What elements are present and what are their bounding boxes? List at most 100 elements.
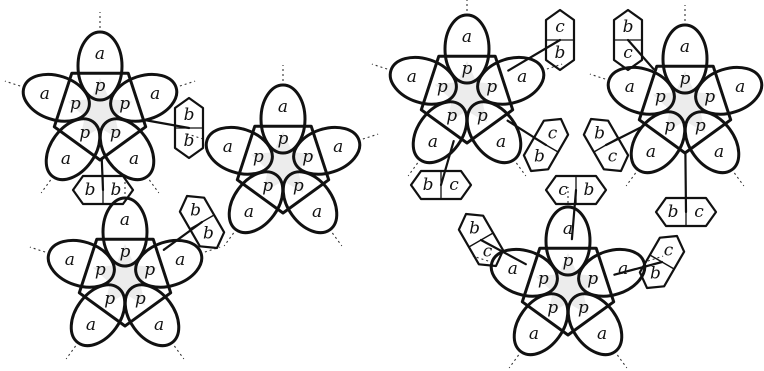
center-label-p: p — [563, 251, 574, 271]
link-label-c: c — [483, 241, 493, 261]
connector-line — [508, 40, 560, 71]
petal-label-a: a — [508, 259, 518, 279]
petal-label-a: a — [120, 210, 130, 230]
center-label-p: p — [462, 59, 473, 79]
link-label-b: b — [190, 201, 201, 221]
petal-label-a: a — [129, 149, 139, 169]
left-cluster-link-3: bb — [175, 189, 229, 255]
center-label-p: p — [578, 298, 589, 318]
petal-label-a: a — [407, 67, 417, 87]
center-label-p: p — [278, 129, 289, 149]
petal-label-a: a — [244, 202, 254, 222]
link-label-b: b — [555, 43, 566, 63]
petal-label-a: a — [680, 37, 690, 57]
link-label-b: b — [423, 175, 434, 195]
center-label-p: p — [547, 298, 558, 318]
petal-label-a: a — [625, 77, 635, 97]
dashed-ray — [180, 81, 195, 86]
petal-label-a: a — [597, 324, 607, 344]
center-label-p: p — [477, 106, 488, 126]
petal-label-a: a — [496, 132, 506, 152]
link-label-b: b — [469, 219, 480, 239]
center-label-p: p — [293, 176, 304, 196]
right-cluster-link-5: cb — [546, 176, 606, 204]
right-cluster-link-3: cb — [519, 112, 573, 178]
petal-label-a: a — [154, 315, 164, 335]
dashed-ray — [590, 74, 605, 79]
petal-label-a: a — [646, 142, 656, 162]
petal-label-a: a — [150, 84, 160, 104]
link-label-b: b — [623, 17, 634, 37]
link-label-b: b — [203, 223, 214, 243]
center-label-p: p — [104, 289, 115, 309]
center-label-p: p — [253, 147, 264, 167]
center-label-p: p — [70, 94, 81, 114]
link-label-b: b — [650, 263, 661, 283]
dashed-ray — [224, 233, 233, 246]
dashed-ray — [617, 355, 626, 368]
link-label-b: b — [184, 105, 195, 125]
center-label-p: p — [95, 76, 106, 96]
link-label-b: b — [584, 180, 595, 200]
link-label-b: b — [85, 180, 96, 200]
center-label-p: p — [538, 269, 549, 289]
center-label-p: p — [110, 123, 121, 143]
dashed-ray — [66, 346, 75, 359]
petal-label-a: a — [61, 149, 71, 169]
center-label-p: p — [695, 116, 706, 136]
petal-label-a: a — [563, 219, 573, 239]
right-cluster-link-8: bc — [656, 198, 716, 226]
dashed-ray — [363, 134, 378, 139]
dashed-ray — [174, 346, 183, 359]
link-label-c: c — [694, 202, 704, 222]
dashed-ray — [332, 233, 341, 246]
link-label-c: c — [664, 241, 674, 261]
link-label-c: c — [608, 146, 618, 166]
dashed-ray — [734, 173, 743, 186]
center-label-p: p — [680, 69, 691, 89]
link-label-c: c — [548, 124, 558, 144]
center-label-p: p — [655, 87, 666, 107]
link-label-b: b — [184, 131, 195, 151]
petal-label-a: a — [517, 67, 527, 87]
center-label-p: p — [135, 289, 146, 309]
petal-label-a: a — [333, 137, 343, 157]
dashed-ray — [516, 163, 525, 176]
center-label-p: p — [437, 77, 448, 97]
petal-label-a: a — [462, 27, 472, 47]
center-label-p: p — [119, 94, 130, 114]
center-label-p: p — [79, 123, 90, 143]
dashed-ray — [5, 81, 20, 86]
link-label-b: b — [534, 146, 545, 166]
center-label-p: p — [486, 77, 497, 97]
dashed-ray — [30, 247, 45, 252]
right-cluster-link-1: cb — [546, 10, 574, 70]
link-label-b: b — [594, 124, 605, 144]
link-label-c: c — [449, 175, 459, 195]
center-label-p: p — [302, 147, 313, 167]
center-label-p: p — [587, 269, 598, 289]
dashed-ray — [509, 355, 518, 368]
petal-label-a: a — [223, 137, 233, 157]
petal-label-a: a — [735, 77, 745, 97]
center-label-p: p — [446, 106, 457, 126]
petal-label-a: a — [529, 324, 539, 344]
left-cluster-link-2: bb — [175, 98, 203, 158]
dashed-ray — [372, 64, 387, 69]
petal-label-a: a — [175, 250, 185, 270]
right-cluster-link-2: bc — [614, 10, 642, 70]
petal-label-a: a — [428, 132, 438, 152]
link-label-b: b — [111, 180, 122, 200]
petal-label-a: a — [312, 202, 322, 222]
right-cluster: apapapapapapapapapapapapapapapcbbccbbccb… — [372, 0, 764, 368]
center-label-p: p — [704, 87, 715, 107]
left-cluster-link-1: bb — [73, 176, 133, 204]
dashed-ray — [408, 163, 417, 176]
dashed-ray — [149, 180, 158, 193]
center-label-p: p — [95, 260, 106, 280]
link-label-c: c — [623, 43, 633, 63]
